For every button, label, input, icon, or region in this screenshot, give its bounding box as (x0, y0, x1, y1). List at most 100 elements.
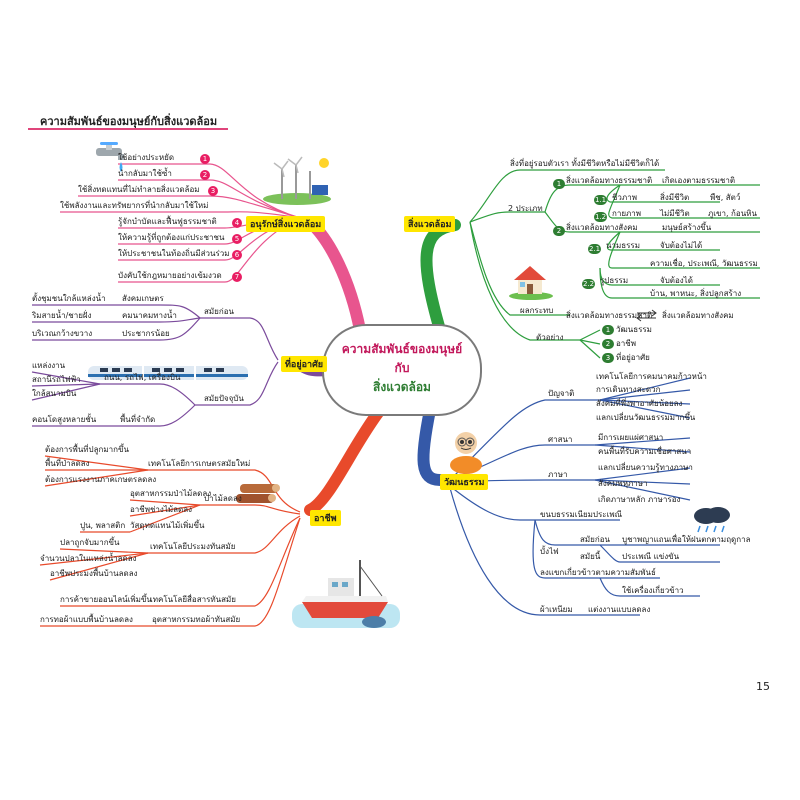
dwelling-present-leaf-1: แหล่งงาน (32, 361, 66, 370)
conservation-item-3: ใช้สิ่งทดแทนที่ไม่ทำลายสิ่งแวดล้อม (78, 185, 200, 194)
conservation-item-2: นำกลับมาใช้ซ้ำ (118, 169, 172, 178)
culture-clothing-label: ผ้าเหนียม (540, 605, 573, 614)
career-g1-leaf-1: ต้องการพื้นที่ปลูกมากขึ้น (45, 445, 129, 454)
dwelling-present-leaf-4: คอนโดสูงหลายชั้น (32, 415, 97, 424)
env-example-2: อาชีพ (616, 339, 636, 348)
dwelling-past-label: สมัยก่อน (204, 307, 234, 316)
conservation-item-4: ใช้พลังงานและทรัพยากรที่นำกลับมาใช้ใหม่ (60, 201, 209, 210)
culture-group-1: ปัญจาติ (548, 389, 575, 398)
env-natural-sub1-leaf: พืช, สัตว์ (710, 193, 741, 202)
conservation-num-6: 5 (232, 234, 242, 244)
career-g3-leaf-2: จำนวนปลาในแหล่งน้ำลดลง (40, 554, 137, 563)
env-example-num-2: 2 (602, 339, 614, 349)
page-header: ความสัมพันธ์ของมนุษย์กับสิ่งแวดล้อม (40, 115, 218, 128)
env-natural-sub1-mid: สิ่งมีชีวิต (660, 193, 690, 202)
env-social-sub2-mid: จับต้องได้ (660, 276, 693, 285)
dwelling-past-leaf-1: ตั้งชุมชนใกล้แหล่งน้ำ (32, 294, 106, 303)
career-group-2: ป่าไม้ลดลง (204, 494, 242, 503)
career-g5-leaf-1: การทอผ้าแบบพื้นบ้านลดลง (40, 615, 133, 624)
career-group-3: เทคโนโลยีประมงทันสมัย (150, 542, 236, 551)
env-social-sub1-leaf: ความเชื่อ, ประเพณี, วัฒนธรรม (650, 259, 758, 268)
conservation-item-8: บังคับใช้กฎหมายอย่างเข้มงวด (118, 271, 222, 280)
branch-label-conservation: อนุรักษ์สิ่งแวดล้อม (246, 216, 326, 232)
branch-label-environment: สิ่งแวดล้อม (404, 216, 456, 232)
env-types-label: 2 ประเภท (508, 204, 543, 213)
career-g4-leaf-1: การค้าขายออนไลน์เพิ่มขึ้น (60, 595, 152, 604)
conservation-item-7: ให้ประชาชนในท้องถิ่นมีส่วนร่วม (118, 249, 230, 258)
env-social-leaf: มนุษย์สร้างขึ้น (662, 223, 712, 232)
dwelling-past-sub-2: คมนาคมทางน้ำ (122, 311, 177, 320)
env-examples-label: ตัวอย่าง (536, 333, 564, 342)
conservation-item-1: ใช้อย่างประหยัด (118, 153, 175, 162)
conservation-item-6: ให้ความรู้ที่ถูกต้องแก่ประชาชน (118, 233, 225, 242)
env-natural-label: สิ่งแวดล้อมทางธรรมชาติ (566, 176, 653, 185)
career-group-5: อุตสาหกรรมทอผ้าทันสมัย (152, 615, 241, 624)
env-natural-sub2-num: 1.2 (594, 212, 608, 222)
conservation-num-8: 7 (232, 272, 242, 282)
dwelling-past-leaf-2: ริมสายน้ำ/ชายฝั่ง (32, 311, 92, 320)
page-number: 15 (756, 680, 770, 693)
impact-arrow-right (637, 309, 657, 317)
culture-g1-leaf-3: สังคมที่พึ่งพาอาศัยน้อยลง (596, 399, 683, 408)
env-social-label: สิ่งแวดล้อมทางสังคม (566, 223, 638, 232)
env-impact-label: ผลกระทบ (520, 306, 554, 315)
dwelling-present-label: สมัยปัจจุบัน (204, 394, 244, 403)
env-definition: สิ่งที่อยู่รอบตัวเรา ทั้งมีชีวิตหรือไม่ม… (510, 159, 660, 168)
env-natural-sub2-mid: ไม่มีชีวิต (660, 209, 690, 218)
fishing-boat-icon (292, 560, 400, 628)
env-social-sub1-label: นามธรรม (606, 241, 640, 250)
career-group-4: เทคโนโลยีสื่อสารทันสมัย (150, 595, 236, 604)
env-natural-sub1-num: 1.1 (594, 195, 608, 205)
impact-arrow-left (636, 314, 656, 322)
career-g2-leaf-3: วัสดุทดแทนไม้เพิ่มขึ้น (130, 521, 205, 530)
env-example-num-3: 3 (602, 353, 614, 363)
career-g3-leaf-3: อาชีพประมงพื้นบ้านลดลง (50, 569, 138, 578)
wind-turbine-icon (263, 156, 331, 205)
center-title-line2: กับ (394, 361, 410, 375)
branch-career (304, 404, 386, 516)
dwelling-present-sub-2: พื้นที่จำกัด (120, 415, 156, 424)
center-title-line1: ความสัมพันธ์ของมนุษย์ (341, 342, 463, 356)
culture-tradition-sub: บั้งไฟ (540, 547, 559, 556)
env-social-sub1-mid: จับต้องไม่ได้ (660, 241, 703, 250)
culture-tradition-row2-leaf: ใช้เครื่องเกี่ยวข้าว (622, 586, 684, 595)
culture-g3-leaf-3: เกิดภาษาหลัก ภาษารอง (598, 495, 681, 504)
culture-group-3: ภาษา (548, 470, 568, 479)
conservation-num-1: 1 (200, 154, 210, 164)
conservation-item-5: รู้จักบำบัดและฟื้นฟูธรรมชาติ (118, 217, 217, 226)
env-natural-sub2-label: กายภาพ (612, 209, 642, 218)
dwelling-present-leaf-3: ใกล้สนามบิน (32, 389, 77, 398)
culture-g1-leaf-1: เทคโนโลยีการคมนาคมก้าวหน้า (596, 372, 707, 381)
train-icon (88, 366, 248, 380)
env-example-3: ที่อยู่อาศัย (616, 353, 650, 362)
env-social-sub2-num: 2.2 (582, 279, 596, 289)
culture-g3-leaf-2: สังคมพหุภาษา (598, 479, 648, 488)
career-g2-leaf-1: อุตสาหกรรมป่าไม้ลดลง (130, 489, 212, 498)
env-social-sub2-leaf: บ้าน, พาหนะ, สิ่งปลูกสร้าง (650, 289, 742, 298)
page-header-underline (28, 128, 228, 130)
branch-label-career: อาชีพ (310, 510, 341, 526)
conservation-num-2: 2 (200, 170, 210, 180)
culture-tradition-leaf-1: บูชาพญาแถนเพื่อให้ฝนตกตามฤดูกาล (622, 535, 751, 544)
career-g1-leaf-3: ต้องการแรงงานภาคเกษตรลดลง (45, 475, 157, 484)
env-example-num-1: 1 (602, 325, 614, 335)
branch-label-dwelling: ที่อยู่อาศัย (281, 356, 328, 372)
career-g3-leaf-1: ปลาถูกจับมากขึ้น (60, 538, 120, 547)
culture-g1-leaf-2: การเดินทางสะดวก (596, 385, 661, 394)
env-natural-sub2-leaf: ภูเขา, ก้อนหิน (708, 209, 757, 218)
dwelling-past-sub-1: สังคมเกษตร (122, 294, 164, 303)
center-topic: ความสัมพันธ์ของมนุษย์ กับ สิ่งแวดล้อม (322, 324, 482, 416)
env-social-num: 2 (553, 226, 565, 236)
house-icon (509, 266, 553, 300)
conservation-num-7: 6 (232, 250, 242, 260)
culture-tradition-mid-1: สมัยก่อน (580, 535, 610, 544)
env-social-sub1-num: 2.1 (588, 244, 602, 254)
culture-clothing-leaf: แต่งงานแบบลดลง (588, 605, 651, 614)
culture-tradition-row2: ลงแขกเกี่ยวข้าวตามความสัมพันธ์ (540, 568, 656, 577)
career-g2-extra: ปูน, พลาสติก (80, 521, 126, 530)
culture-tradition-mid-2: สมัยนี้ (580, 552, 601, 561)
branch-conservation (304, 216, 366, 336)
env-example-1: วัฒนธรรม (616, 325, 652, 334)
env-social-sub2-label: รูปธรรม (600, 276, 629, 285)
